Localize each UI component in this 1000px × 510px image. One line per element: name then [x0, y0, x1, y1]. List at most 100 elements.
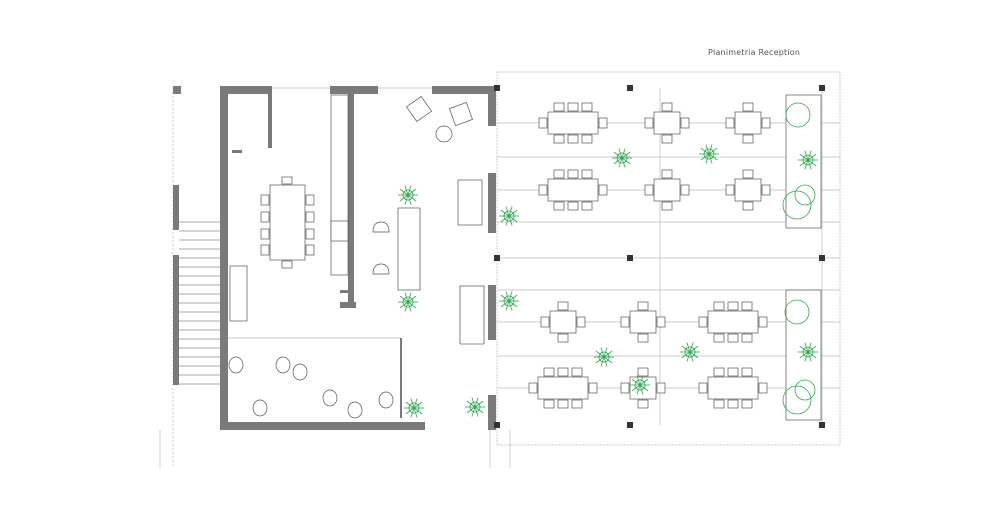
chair: [581, 102, 593, 112]
tree-canopy: [794, 379, 816, 401]
sanitary-fixture: [275, 356, 291, 374]
plant-icon: [465, 397, 485, 417]
walls: [173, 85, 825, 430]
wall: [232, 150, 242, 153]
chair: [557, 399, 569, 409]
dining-table-4: [540, 301, 586, 343]
armchair: [449, 102, 473, 126]
foliage: [408, 402, 420, 414]
table-top: [707, 310, 759, 334]
plant-icon: [398, 185, 418, 205]
chair: [661, 102, 673, 112]
chair: [637, 367, 649, 377]
foliage: [684, 346, 696, 358]
chair: [656, 382, 666, 394]
chair: [598, 184, 608, 196]
wall: [220, 86, 228, 430]
dining-table: [269, 184, 306, 261]
foliage: [802, 154, 814, 166]
chair: [567, 169, 579, 179]
column-post: [627, 422, 633, 428]
sanitary-fixture: [347, 401, 363, 419]
chair: [553, 134, 565, 144]
plant-icon: [398, 292, 418, 312]
wall: [340, 290, 354, 293]
chair: [727, 367, 739, 377]
plant-icon: [798, 150, 818, 170]
chair: [656, 316, 666, 328]
foliage: [703, 148, 715, 160]
tree-canopy: [785, 102, 811, 128]
drawing-title: Planimetria Reception: [708, 48, 801, 57]
foliage: [503, 210, 515, 222]
chair: [305, 211, 315, 223]
dining-table-8: [698, 367, 768, 409]
dining-table-4: [644, 169, 690, 211]
sofa: [459, 285, 485, 345]
wall: [220, 422, 425, 430]
dining-table-8: [528, 367, 598, 409]
sofa: [457, 179, 483, 226]
chair: [620, 316, 630, 328]
chair: [741, 367, 753, 377]
plant-icon: [680, 342, 700, 362]
chair: [557, 301, 569, 311]
table-top: [537, 376, 589, 400]
chair: [644, 117, 654, 129]
chair: [713, 333, 725, 343]
chair: [567, 134, 579, 144]
chair: [598, 117, 608, 129]
dining-table-4: [620, 301, 666, 343]
table-top: [707, 376, 759, 400]
plants: [398, 102, 818, 418]
chair: [528, 382, 538, 394]
chair: [713, 367, 725, 377]
foliage: [469, 401, 481, 413]
foliage: [598, 351, 610, 363]
bar-stool: [372, 263, 390, 275]
chair: [571, 399, 583, 409]
foliage: [634, 379, 646, 391]
table-top: [547, 111, 599, 135]
foliage: [503, 295, 515, 307]
chair: [543, 399, 555, 409]
chair: [553, 102, 565, 112]
sanitary-fixture: [292, 363, 308, 381]
chair: [538, 117, 548, 129]
wall: [488, 86, 496, 126]
plant-icon: [699, 144, 719, 164]
column-post: [819, 255, 825, 261]
dining-table-4: [725, 102, 771, 144]
cooktop: [330, 220, 349, 242]
wall: [348, 86, 354, 304]
foliage: [402, 189, 414, 201]
side-table: [435, 125, 453, 143]
table-top: [549, 310, 577, 334]
wall: [268, 86, 272, 148]
chair: [581, 169, 593, 179]
wall: [173, 86, 181, 94]
chair: [540, 316, 550, 328]
wall: [488, 285, 496, 340]
sanitary-fixture: [378, 391, 394, 409]
sanitary-fixture: [322, 389, 338, 407]
dining-table-4: [620, 367, 666, 409]
plant-icon: [798, 342, 818, 362]
table-top: [734, 111, 762, 135]
chair: [725, 117, 735, 129]
chair: [557, 367, 569, 377]
chair: [305, 244, 315, 256]
wall: [488, 173, 496, 233]
chair: [538, 184, 548, 196]
chair: [661, 169, 673, 179]
dining-table-4: [644, 102, 690, 144]
plant-icon: [594, 347, 614, 367]
chair: [260, 228, 270, 240]
chair: [588, 382, 598, 394]
sanitary-fixture: [252, 399, 268, 417]
chair: [543, 367, 555, 377]
chair: [661, 201, 673, 211]
kitchen-island: [397, 207, 421, 291]
tree-canopy: [794, 184, 816, 206]
